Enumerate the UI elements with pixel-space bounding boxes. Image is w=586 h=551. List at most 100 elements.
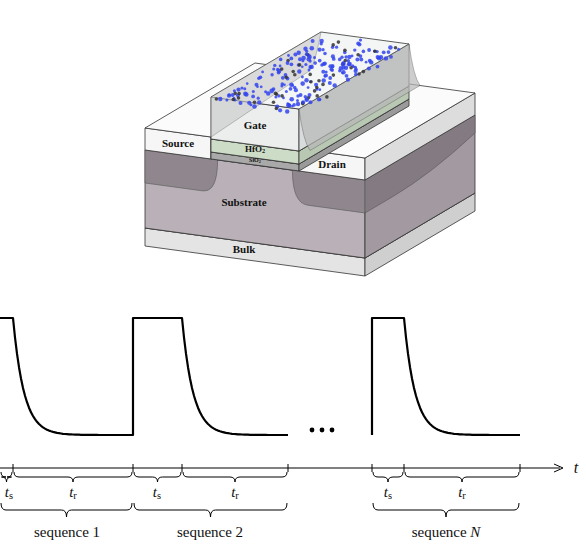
charge-dot <box>325 71 328 74</box>
brace <box>1 503 132 517</box>
charge-dot <box>349 66 353 70</box>
charge-dot <box>227 94 231 98</box>
charge-dot <box>243 87 246 90</box>
sequence-label: sequence 1 <box>34 525 100 540</box>
charge-dot <box>260 85 263 88</box>
charge-dot <box>215 97 219 101</box>
charge-dot <box>318 59 322 63</box>
charge-dot <box>355 58 359 62</box>
charge-dot <box>356 53 360 57</box>
charge-dot <box>257 76 261 80</box>
charge-dot <box>285 109 289 113</box>
brace <box>373 503 519 517</box>
part-name: Drain <box>318 159 346 170</box>
charge-dot <box>387 50 391 54</box>
brace <box>134 472 181 482</box>
tick <box>520 464 521 472</box>
charge-dot <box>359 39 362 42</box>
charge-dot <box>266 91 270 95</box>
charge-dot <box>286 61 290 65</box>
charge-dot <box>358 43 362 47</box>
charge-dot <box>228 93 231 96</box>
charge-dot <box>354 73 358 77</box>
charge-dot <box>344 59 348 63</box>
charge-dot <box>323 52 327 56</box>
charge-dot <box>301 59 304 62</box>
charge-dot <box>351 55 354 58</box>
charge-dot <box>322 78 326 82</box>
charge-dot <box>291 70 295 74</box>
charge-dot <box>332 73 336 77</box>
charge-dot <box>362 50 366 54</box>
charge-dot <box>315 86 319 90</box>
charge-dot <box>394 46 398 50</box>
charge-dot <box>341 62 345 66</box>
mosfet-illustration <box>145 32 475 276</box>
charge-dot <box>287 54 290 57</box>
charge-dot <box>275 93 279 97</box>
charge-dot <box>368 59 372 63</box>
charge-dot <box>341 62 345 66</box>
tick <box>404 464 405 472</box>
tick <box>182 464 183 472</box>
charge-dot <box>341 70 346 75</box>
spacer <box>299 44 420 151</box>
charge-dot <box>304 78 308 82</box>
charge-dot <box>237 92 241 96</box>
charge-dot <box>289 87 293 91</box>
tick <box>133 464 134 472</box>
charge-dot <box>320 42 323 45</box>
charge-dot <box>367 67 371 71</box>
charge-dot <box>289 82 294 87</box>
charge-dot <box>276 68 280 72</box>
charge-dot <box>289 57 293 61</box>
charge-dot <box>272 67 275 70</box>
brace <box>14 472 132 482</box>
charge-dot <box>321 83 325 87</box>
charge-dot <box>347 62 351 66</box>
charge-dot <box>318 48 322 52</box>
charge-dot <box>252 90 255 93</box>
charge-dot <box>273 64 276 67</box>
charge-dot <box>377 56 382 61</box>
charge-dot <box>337 40 341 44</box>
charge-dot <box>298 57 302 61</box>
charge-dot <box>251 95 255 99</box>
charge-dot <box>325 95 329 99</box>
charge-dot <box>317 98 321 102</box>
part-name: Substrate <box>221 197 266 208</box>
charge-dot <box>287 102 290 105</box>
time-label: ts <box>153 485 161 500</box>
ellipsis-dot <box>320 428 325 433</box>
charge-dot <box>324 73 328 77</box>
charge-dot <box>382 50 386 54</box>
sequence-label: sequence N <box>412 525 481 540</box>
charge-dot <box>331 54 335 58</box>
sequence-label: sequence 2 <box>177 525 243 540</box>
charge-dot <box>376 65 380 69</box>
tick <box>372 464 373 472</box>
charge-dot <box>247 101 251 105</box>
charge-dot <box>244 92 248 96</box>
charge-dot <box>285 90 288 93</box>
time-axis <box>0 468 560 469</box>
time-label: ts <box>5 485 13 500</box>
charge-dot <box>303 47 307 51</box>
time-label: ts <box>384 485 392 500</box>
charge-dot <box>253 100 257 104</box>
charge-dot <box>384 56 388 60</box>
charge-dot <box>299 93 303 97</box>
charge-dot <box>397 48 400 51</box>
charge-dot <box>280 67 284 71</box>
axis-arrow <box>554 464 563 472</box>
charge-dot <box>340 56 343 59</box>
charge-dot <box>344 55 347 58</box>
charge-dot <box>362 70 366 74</box>
charge-dot <box>290 62 294 66</box>
axis-label: t <box>574 460 578 476</box>
charge-dot <box>284 75 288 79</box>
charge-dot <box>301 100 305 104</box>
pulse-waveform <box>0 318 563 517</box>
